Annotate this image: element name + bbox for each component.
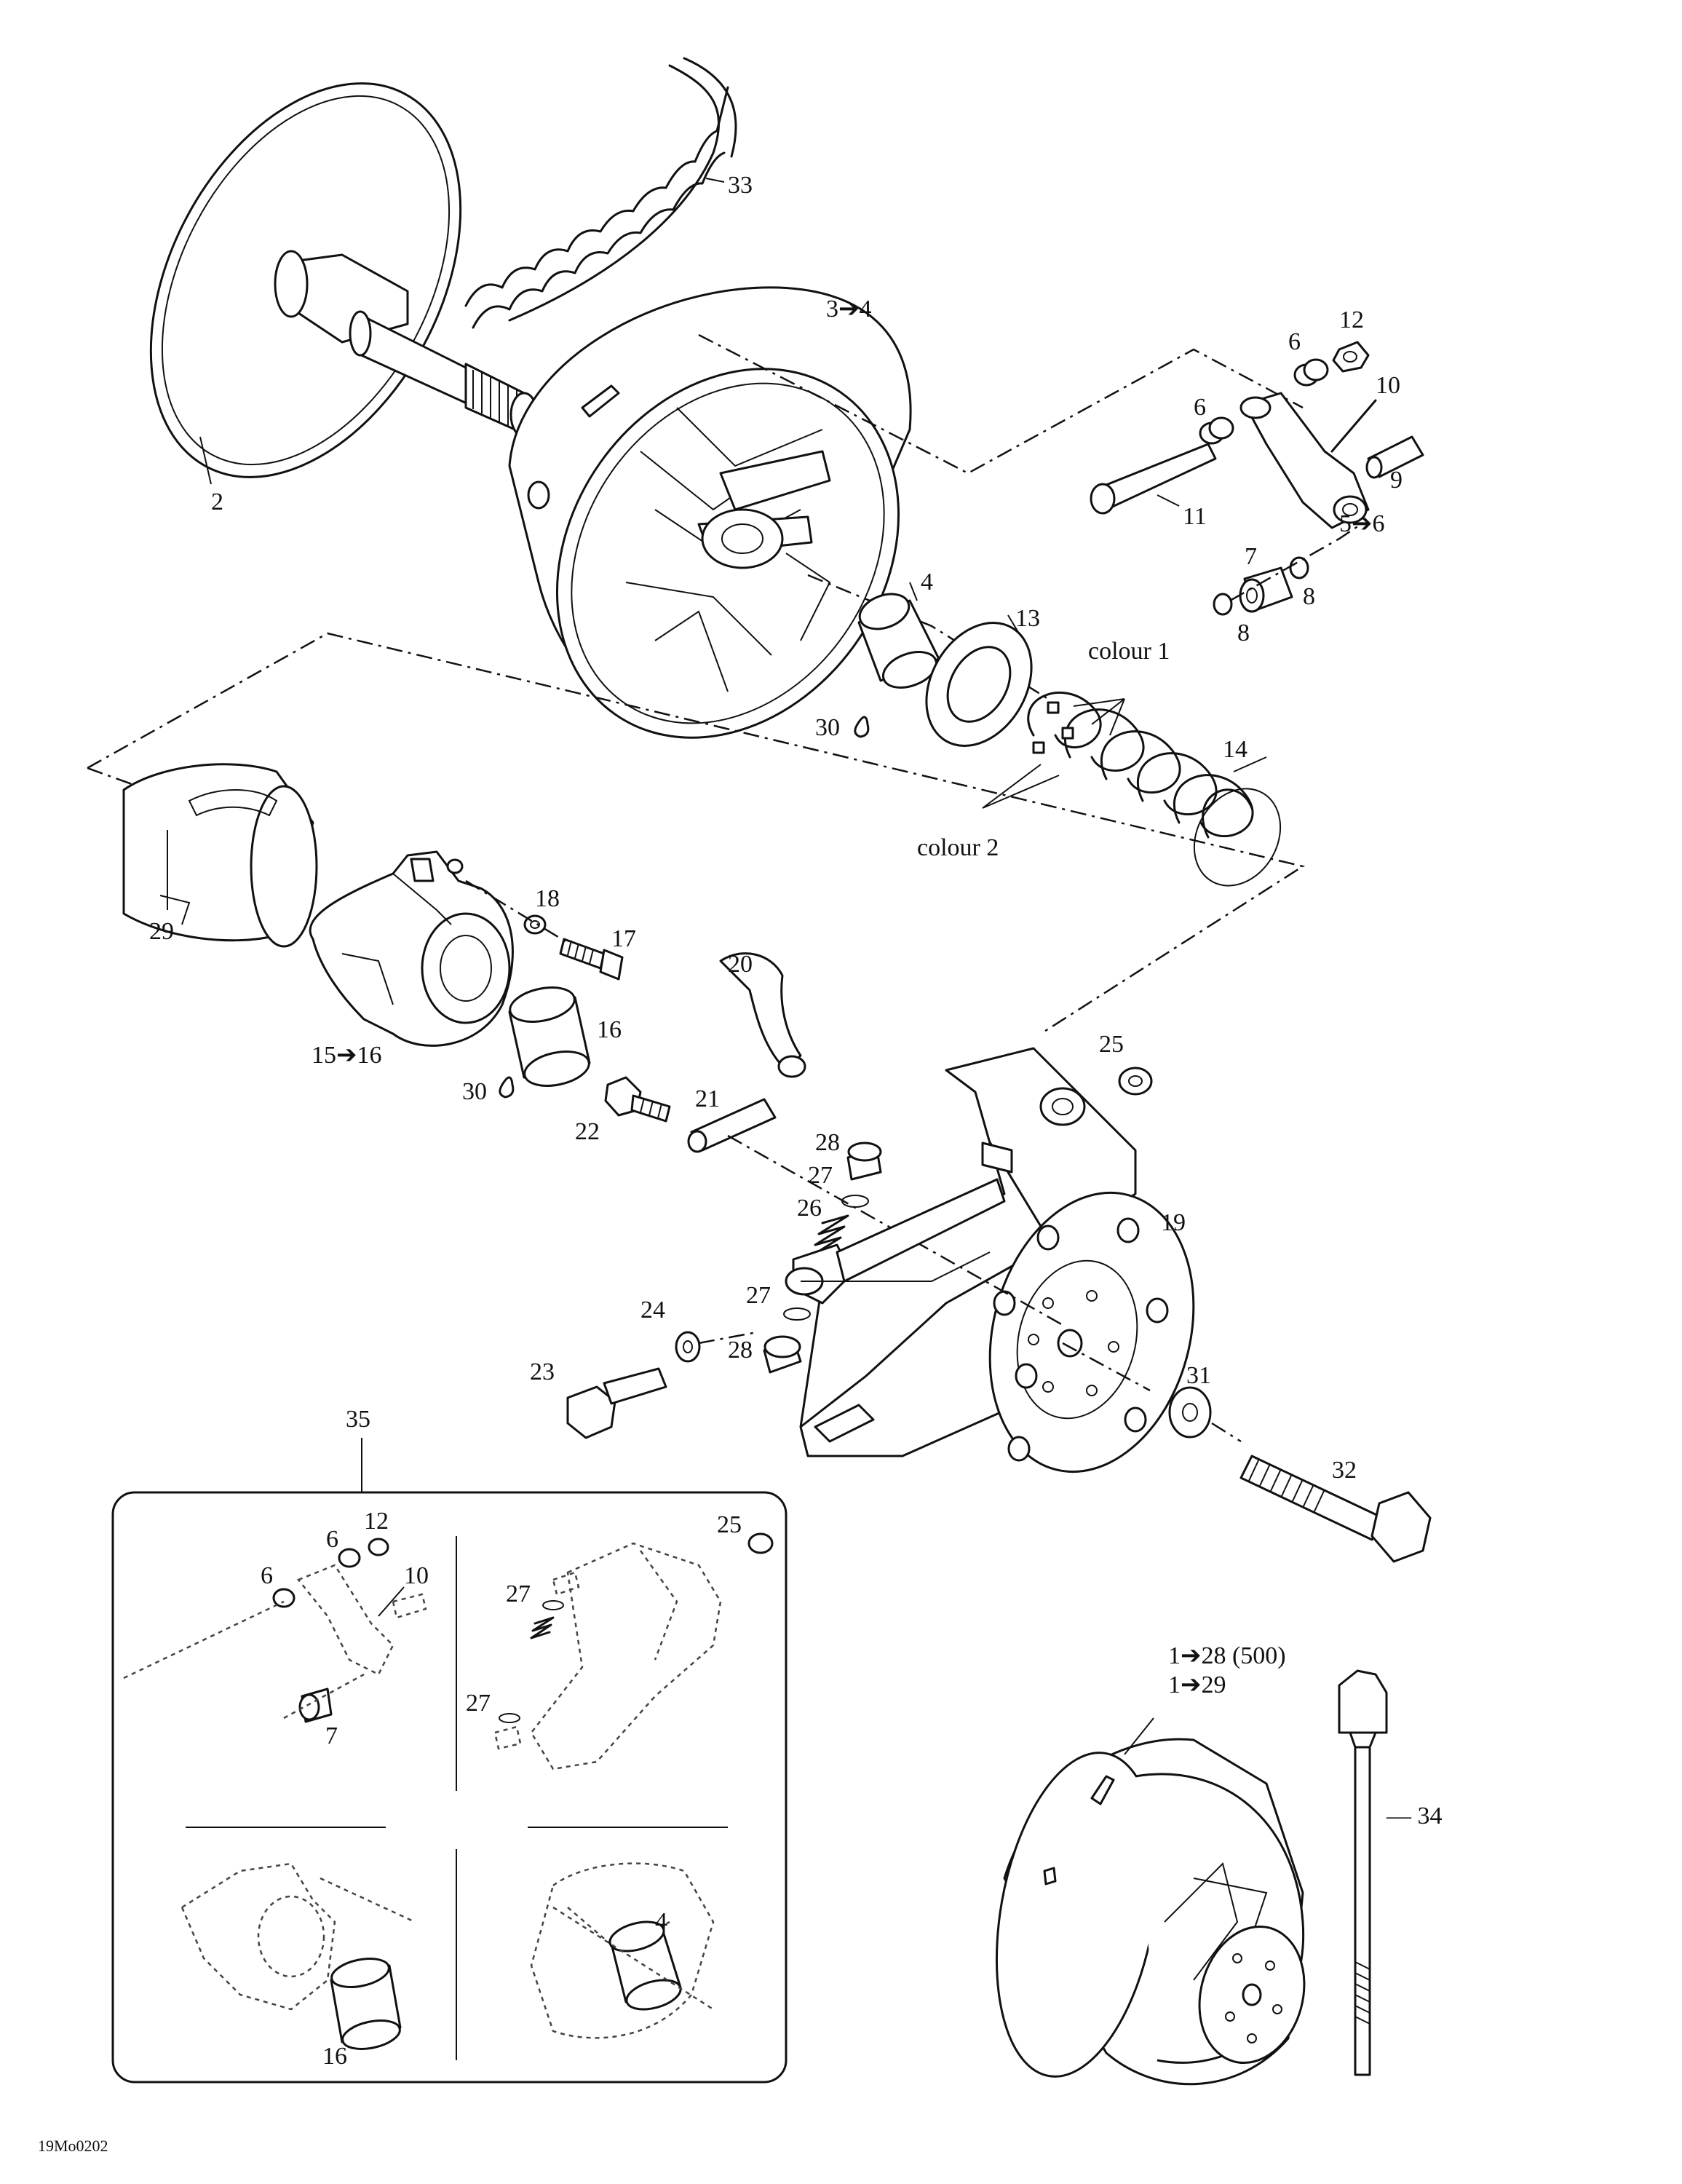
label-25: 25 [1099,1031,1124,1058]
label-30: 30 [462,1078,487,1105]
label-6: 6 [1288,328,1301,355]
part-6-washers [1199,358,1329,445]
label-9: 9 [1390,467,1403,494]
label-4: 4 [655,1908,667,1935]
label-29: 29 [149,918,174,945]
part-14-spring [982,692,1282,887]
part-26-27-28-spring-assembly [763,1142,1006,1374]
part-24-washer [675,1331,758,1363]
inset-arm-assembly [123,1538,427,1723]
label-8: 8 [1237,620,1250,646]
label-5-6: 5➔6 [1339,510,1385,537]
label-1-28-500: 1➔28 (500) [1168,1642,1286,1669]
label-colour-1: colour 1 [1088,638,1170,665]
part-17-screw [465,879,624,981]
label-27: 27 [466,1690,491,1717]
part-25-nut [1118,1067,1153,1096]
part-9-roller-pin [1365,435,1424,479]
label-31: 31 [1186,1362,1211,1389]
label-25: 25 [717,1511,742,1538]
label-4: 4 [921,569,933,596]
label-15-16: 15➔16 [312,1042,382,1069]
part-30-grease-drop-a [854,716,870,738]
part-23-bolt [566,1367,667,1439]
label-12: 12 [364,1508,389,1535]
inset-cup-springs [493,1532,774,1770]
part-31-washer [1168,1386,1212,1439]
label-27: 27 [808,1162,833,1189]
part-12-nut [1332,341,1370,373]
label-colour-2: colour 2 [917,834,999,861]
label-28: 28 [728,1337,753,1364]
label-7: 7 [1245,543,1257,570]
label-16: 16 [597,1016,622,1043]
part-34-tool [1338,1669,1388,2076]
part-13-washer [925,614,1033,747]
label-3-4: 3➔4 [826,296,872,323]
part-33-drive-belt [464,57,737,329]
inset-sheave-bushing [530,1862,715,2039]
label-34: — 34 [1386,1803,1443,1829]
label-7: 7 [325,1722,338,1749]
part-15-spider [309,850,514,1047]
label-24: 24 [640,1297,665,1324]
label-16: 16 [322,2043,347,2070]
part-19-governor-cup [727,1047,1195,1473]
part-5-arm-assembly [1239,392,1370,529]
label-22: 22 [575,1118,600,1145]
label-10: 10 [1376,372,1400,399]
part-7-8-roller-washers [1213,523,1362,616]
label-35: 35 [346,1406,370,1433]
part-16-bushing [508,986,591,1087]
part-10-cotter-pin [1330,399,1377,453]
part-2-fixed-sheave [149,82,539,485]
label-18: 18 [535,885,560,912]
label-28: 28 [815,1129,840,1156]
part-11-pin [1090,443,1217,515]
label-12: 12 [1339,306,1364,333]
label-27: 27 [746,1282,771,1309]
label-19: 19 [1161,1209,1186,1236]
part-22-bolt [604,1076,671,1123]
part-20-lever [719,952,806,1078]
label-14: 14 [1223,736,1247,763]
label-11: 11 [1183,503,1207,530]
part-4-bushing [857,582,940,689]
label-33: 33 [728,172,753,199]
label-30: 30 [815,714,840,741]
part-30-grease-drop-b [499,1076,515,1099]
part-21-pin [687,1098,777,1153]
label-17: 17 [611,925,636,952]
label-20: 20 [728,951,753,978]
part-3-movable-sheave [508,286,1304,739]
callout-labels: 2 33 3➔4 12 6 6 10 9 11 5➔6 7 8 8 4 13 3… [38,172,1443,2155]
label-6: 6 [261,1562,273,1589]
inset-box-35 [111,1438,788,2084]
label-23: 23 [530,1358,555,1385]
complete-drive-pulley [995,1717,1306,2086]
part-32-bolt [1211,1422,1432,1563]
drawing-reference: 19Mo0202 [38,2137,108,2155]
label-6: 6 [326,1526,338,1553]
inset-spider-bushing [181,1862,416,2050]
label-21: 21 [695,1085,720,1112]
label-26: 26 [797,1195,822,1222]
label-10: 10 [404,1562,429,1589]
part-29-sleeve [122,763,318,948]
label-1-29: 1➔29 [1168,1671,1226,1698]
label-8: 8 [1303,583,1315,610]
label-6: 6 [1194,394,1206,421]
label-27: 27 [506,1580,531,1607]
label-13: 13 [1015,605,1040,632]
label-32: 32 [1332,1457,1357,1484]
label-2: 2 [211,488,223,515]
